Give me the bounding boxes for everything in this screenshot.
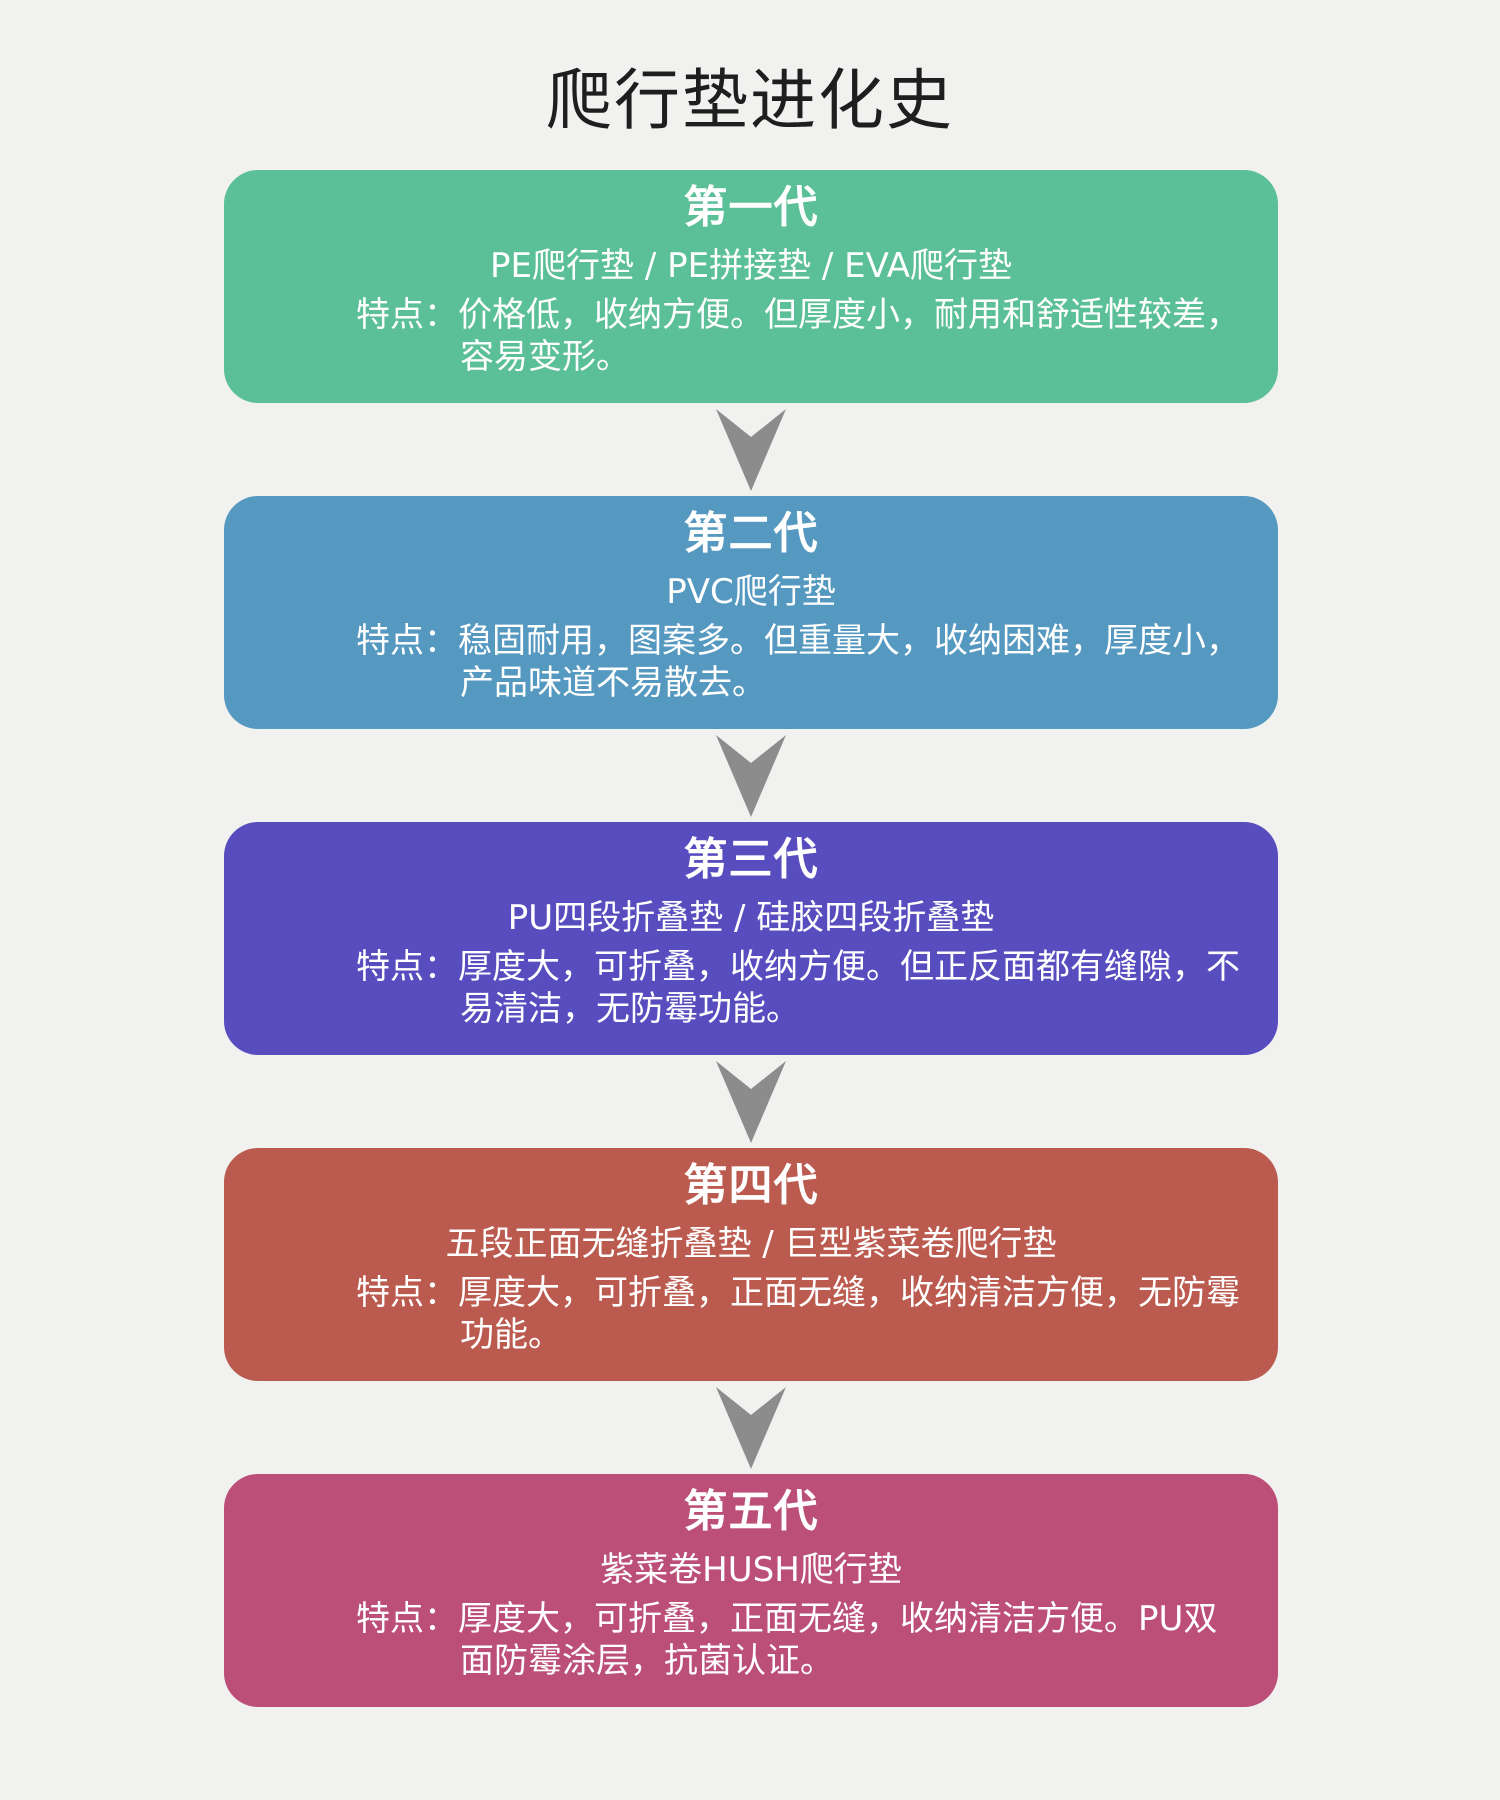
generation-card-1: 第一代 PE爬行垫 / PE拼接垫 / EVA爬行垫 特点：价格低，收纳方便。但…: [224, 170, 1278, 403]
generation-products: PVC爬行垫: [666, 572, 836, 612]
generation-heading: 第三代: [683, 834, 819, 885]
generation-heading: 第二代: [683, 508, 819, 559]
chevron-down-icon: [716, 735, 786, 817]
chevron-down-icon: [716, 409, 786, 491]
generation-card-5: 第五代 紫菜卷HUSH爬行垫 特点：厚度大，可折叠，正面无缝，收纳清洁方便。PU…: [224, 1474, 1278, 1707]
generation-features: 特点：厚度大，可折叠，收纳方便。但正反面都有缝隙，不易清洁，无防霉功能。: [356, 947, 1240, 1029]
chevron-down-icon: [716, 1387, 786, 1469]
generation-products: PU四段折叠垫 / 硅胶四段折叠垫: [507, 898, 995, 938]
generation-heading: 第一代: [683, 182, 819, 233]
generation-card-4: 第四代 五段正面无缝折叠垫 / 巨型紫菜卷爬行垫 特点：厚度大，可折叠，正面无缝…: [224, 1148, 1278, 1381]
generation-features: 特点：厚度大，可折叠，正面无缝，收纳清洁方便，无防霉功能。: [356, 1273, 1240, 1355]
generation-features: 特点：厚度大，可折叠，正面无缝，收纳清洁方便。PU双面防霉涂层，抗菌认证。: [356, 1599, 1218, 1681]
chevron-down-icon: [716, 1061, 786, 1143]
generation-heading: 第四代: [683, 1160, 819, 1211]
generation-card-3: 第三代 PU四段折叠垫 / 硅胶四段折叠垫 特点：厚度大，可折叠，收纳方便。但正…: [224, 822, 1278, 1055]
generation-products: 紫菜卷HUSH爬行垫: [600, 1550, 902, 1590]
page-title: 爬行垫进化史: [546, 62, 954, 139]
generation-heading: 第五代: [683, 1486, 819, 1537]
generation-features: 特点：价格低，收纳方便。但厚度小，耐用和舒适性较差，容易变形。: [356, 295, 1240, 377]
generation-card-2: 第二代 PVC爬行垫 特点：稳固耐用，图案多。但重量大，收纳困难，厚度小，产品味…: [224, 496, 1278, 729]
generation-features: 特点：稳固耐用，图案多。但重量大，收纳困难，厚度小，产品味道不易散去。: [356, 621, 1240, 703]
generation-products: PE爬行垫 / PE拼接垫 / EVA爬行垫: [490, 246, 1012, 286]
generation-products: 五段正面无缝折叠垫 / 巨型紫菜卷爬行垫: [445, 1224, 1057, 1264]
